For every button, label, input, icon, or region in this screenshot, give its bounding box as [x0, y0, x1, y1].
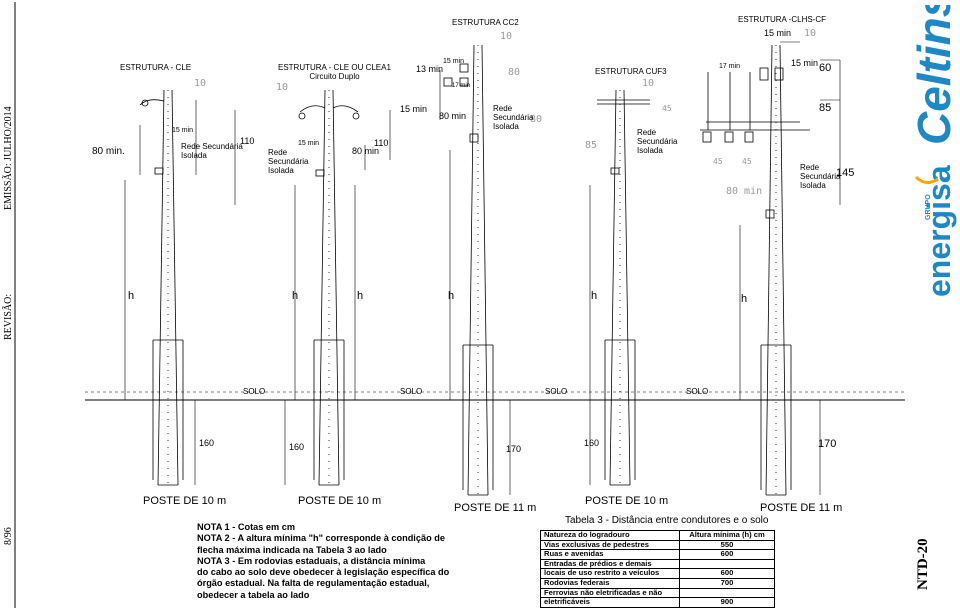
pole-2 — [313, 89, 345, 486]
note-line: NOTA 1 - Cotas em cm — [197, 522, 296, 532]
pole-3 — [462, 44, 494, 496]
pole-label: POSTE DE 11 m — [760, 502, 843, 514]
table-header-row: Natureza do logradouro Altura mínima (h)… — [540, 530, 775, 541]
ghost-dim: 80 — [530, 114, 543, 125]
table-header: Natureza do logradouro — [540, 530, 680, 541]
embedment-value: 170 — [506, 444, 522, 454]
dimension-label: 17 min — [719, 63, 741, 70]
dimension-label: 15 min — [298, 140, 320, 147]
note-line: órgão estadual. Na falta de regulamentaç… — [197, 578, 430, 589]
ghost-dim: 10 — [194, 78, 207, 89]
height-label: h — [292, 290, 299, 302]
structure-title: ESTRUTURA CUF3 — [595, 67, 667, 76]
notes-block: NOTA 1 - Cotas em cm NOTA 2 - A altura m… — [197, 522, 477, 601]
ghost-dim: 80 min — [726, 186, 763, 197]
dimension-label: 80 min — [352, 146, 380, 156]
ghost-dim: 45 — [742, 157, 752, 166]
energisa-swoosh-icon — [914, 175, 939, 184]
embedment-value: 160 — [199, 438, 215, 448]
ground-label: SOLO — [400, 387, 423, 396]
table-title: Tabela 3 - Distância entre condutores e … — [565, 515, 769, 526]
dimension-label: 85 — [819, 102, 832, 114]
dimension-label: 145 — [836, 167, 855, 179]
height-label: h — [591, 290, 598, 302]
structure-title: ESTRUTURA - CLE — [120, 63, 192, 72]
note-line: do cabo ao solo deve obedecer à legislaç… — [197, 567, 450, 578]
grupo-label: GRUPO — [925, 194, 932, 220]
dimension-label: 110 — [374, 138, 389, 148]
dimension-label: 13 min — [416, 64, 444, 74]
dimension-label: 15 min — [172, 127, 194, 134]
dimension-label: 15 min — [400, 104, 428, 114]
pole-label: POSTE DE 10 m — [298, 495, 382, 507]
dimension-label: 80 min. — [92, 146, 125, 157]
pole-label: POSTE DE 11 m — [454, 502, 537, 514]
ground-label: SOLO — [243, 387, 266, 396]
dimension-label: 80 min — [439, 111, 467, 121]
note-line: flecha máxima indicada na Tabela 3 ao la… — [197, 544, 387, 555]
pole-label: POSTE DE 10 m — [585, 495, 669, 507]
note-line: obedecer a tabela ao lado — [197, 589, 310, 600]
dimension-label: 15 min — [764, 28, 792, 38]
height-label: h — [128, 290, 135, 302]
height-label: h — [357, 290, 364, 302]
dimension-label: 17 min — [452, 83, 471, 89]
celtins-logo: Celtins — [908, 5, 958, 145]
pole-5 — [760, 44, 792, 496]
pole-1 — [152, 89, 184, 486]
table-header: Altura mínima (h) cm — [679, 530, 775, 541]
height-label: h — [448, 290, 455, 302]
ghost-dim: 10 — [500, 31, 513, 42]
ghost-dim: 10 — [276, 82, 289, 93]
height-label: h — [741, 293, 748, 305]
ghost-dim: 45 — [713, 157, 723, 166]
pole-4 — [604, 89, 636, 486]
structure-title: ESTRUTURA -CLHS-CF — [738, 15, 827, 24]
dimension-label: 15 min — [791, 58, 819, 68]
brand-logos: Celtins GRUPO energisa — [908, 5, 958, 297]
ghost-dim: 45 — [662, 104, 672, 113]
clearance-table: Natureza do logradouro Altura mínima (h)… — [540, 530, 775, 608]
ground-label: SOLO — [545, 387, 568, 396]
note-line: NOTA 3 - Em rodovias estaduais, a distân… — [197, 555, 426, 566]
ground-label: SOLO — [686, 387, 709, 396]
embedment-value: 170 — [818, 438, 837, 450]
structure-title: ESTRUTURA CC2 — [452, 18, 519, 27]
ghost-dim: 10 — [642, 78, 655, 89]
embedment-value: 160 — [584, 438, 600, 448]
ghost-dim: 85 — [585, 140, 598, 151]
dimension-label: 15 min — [443, 58, 465, 65]
embedment-value: 160 — [289, 442, 305, 452]
ghost-dim: 10 — [804, 28, 817, 39]
dimension-label: 60 — [819, 62, 832, 74]
dimension-label: 110 — [240, 136, 255, 146]
energisa-logo: energisa — [921, 165, 957, 297]
ghost-dim: 80 — [508, 67, 521, 78]
pole-label: POSTE DE 10 m — [143, 495, 227, 507]
note-line: NOTA 2 - A altura mínima "h" corresponde… — [197, 533, 445, 544]
